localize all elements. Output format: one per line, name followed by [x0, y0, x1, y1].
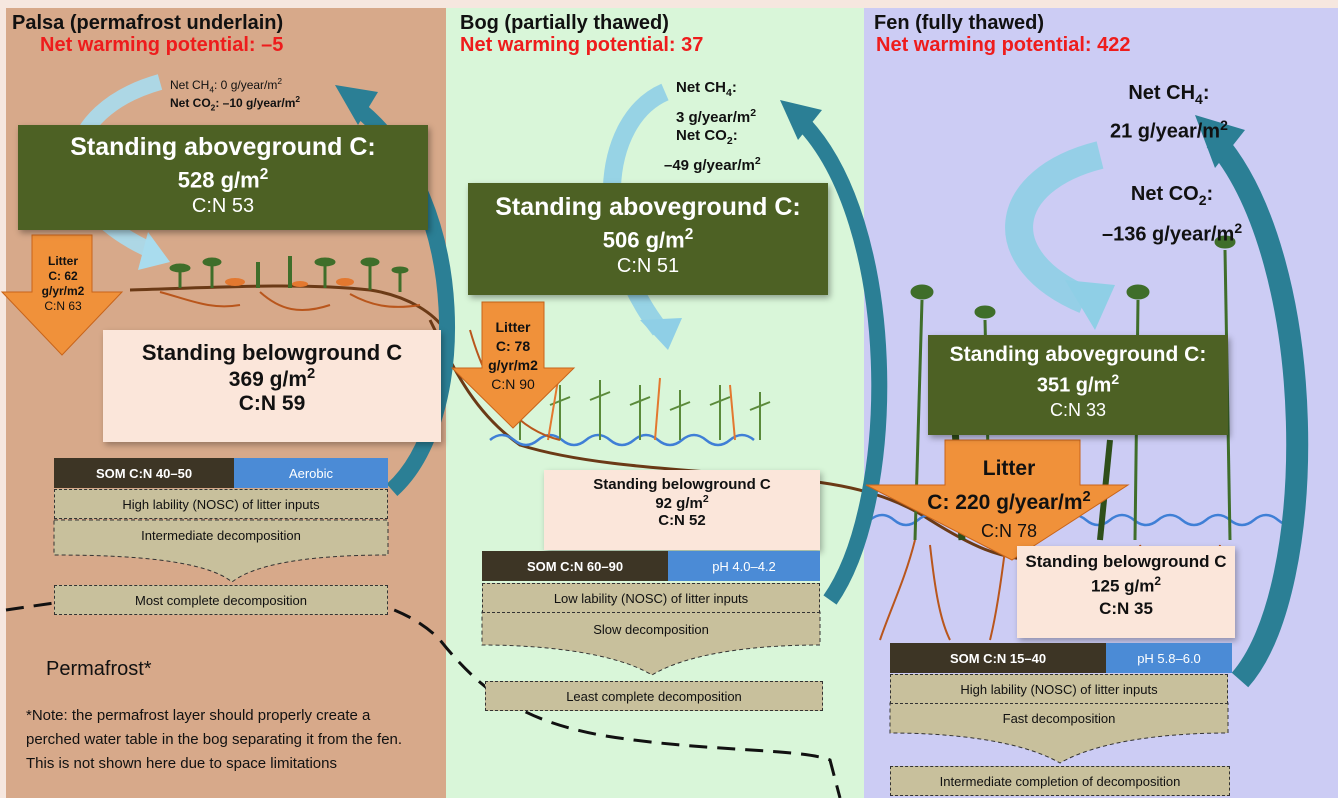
fen-lability: High lability (NOSC) of litter inputs — [890, 674, 1228, 704]
bog-water — [489, 433, 755, 447]
bog-funnel — [481, 611, 821, 676]
bog-decomposition: Slow decomposition — [593, 622, 709, 637]
palsa-decomposition: Intermediate decomposition — [141, 528, 301, 543]
palsa-belowground-cn: C:N 59 — [238, 392, 306, 415]
fen-ch4-flux: Net CH4: 21 g/year/m2 — [1110, 82, 1228, 143]
fen-belowground-title: Standing belowground C — [1025, 552, 1227, 571]
palsa-aboveground-title: Standing aboveground C: — [70, 133, 376, 161]
fen-co2-arrow — [1005, 141, 1104, 313]
bog-stems — [547, 377, 736, 441]
fen-complete-decomposition: Intermediate completion of decomposition — [890, 766, 1230, 796]
fen-litter-arrow — [865, 439, 1130, 561]
fen-co2-flux: Net CO2: –136 g/year/m2 — [1102, 183, 1243, 246]
permafrost-note: *Note: the permafrost layer should prope… — [26, 707, 403, 772]
palsa-aboveground-value: 528 g/m2 — [177, 166, 269, 193]
bog-complete-decomposition: Least complete decomposition — [485, 681, 823, 711]
palsa-belowground-box: Standing belowground C 369 g/m2 C:N 59 — [103, 330, 441, 442]
bog-belowground-value: 92 g/m2 — [655, 493, 709, 512]
bog-aboveground-value: 506 g/m2 — [602, 226, 694, 253]
fen-belowground-value: 125 g/m2 — [1091, 574, 1161, 596]
bog-belowground-box: Standing belowground C 92 g/m2 C:N 52 — [544, 470, 820, 550]
bog-som-cn: SOM C:N 60–90 — [482, 551, 668, 581]
fen-decomposition: Fast decomposition — [1002, 711, 1116, 726]
fen-aboveground-value: 351 g/m2 — [1036, 371, 1120, 397]
palsa-ch4-flux: Net CH4: 0 g/year/m2 — [170, 76, 283, 95]
fen-ph: pH 5.8–6.0 — [1106, 643, 1232, 673]
fen-aboveground-cn: C:N 33 — [1049, 399, 1107, 420]
fen-som-cn: SOM C:N 15–40 — [890, 643, 1106, 673]
bog-som-bar: SOM C:N 60–90 pH 4.0–4.2 — [482, 551, 820, 581]
fen-aboveground-box: Standing aboveground C: 351 g/m2 C:N 33 — [928, 335, 1228, 435]
fen-som-bar: SOM C:N 15–40 pH 5.8–6.0 — [890, 643, 1232, 673]
bog-title: Bog (partially thawed) — [460, 12, 669, 34]
palsa-net-warming-potential: Net warming potential: –5 — [40, 34, 284, 56]
bog-ch4-arrow — [794, 114, 888, 605]
fen-belowground-box: Standing belowground C 125 g/m2 C:N 35 — [1017, 546, 1235, 638]
bog-aboveground-box: Standing aboveground C: 506 g/m2 C:N 51 — [468, 183, 828, 295]
fen-funnel — [889, 702, 1229, 764]
palsa-som-cn: SOM C:N 40–50 — [54, 458, 234, 488]
fen-net-warming-potential: Net warming potential: 422 — [876, 34, 1131, 56]
permafrost-label: Permafrost* — [46, 658, 152, 680]
bog-belowground-title: Standing belowground C — [593, 476, 771, 493]
palsa-complete-decomposition: Most complete decomposition — [54, 585, 388, 615]
palsa-lability: High lability (NOSC) of litter inputs — [54, 489, 388, 519]
palsa-title: Palsa (permafrost underlain) — [12, 12, 284, 34]
palsa-soil-line — [129, 284, 447, 331]
fen-belowground-cn: C:N 35 — [1099, 598, 1153, 618]
bog-ch4-arrowhead — [780, 100, 822, 140]
palsa-roots — [159, 291, 421, 312]
bog-co2-flux: Net CO2: –49 g/year/m2 — [664, 127, 761, 174]
palsa-aboveground-cn: C:N 53 — [191, 195, 255, 218]
bog-aboveground-cn: C:N 51 — [616, 255, 680, 278]
bog-net-warming-potential: Net warming potential: 37 — [460, 34, 704, 56]
bog-belowground-cn: C:N 52 — [658, 512, 706, 529]
bog-ph: pH 4.0–4.2 — [668, 551, 820, 581]
palsa-belowground-title: Standing belowground C — [141, 340, 403, 365]
palsa-co2-arrowhead — [138, 232, 170, 270]
bog-co2-arrowhead — [640, 318, 682, 350]
fen-ch4-arrowhead — [1195, 115, 1245, 168]
palsa-leaves — [225, 278, 354, 287]
palsa-funnel — [53, 519, 389, 583]
palsa-ch4-arrowhead — [335, 85, 378, 125]
palsa-aerobic: Aerobic — [234, 458, 388, 488]
bog-ch4-flux: Net CH4: 3 g/year/m2 — [676, 79, 757, 126]
palsa-belowground-value: 369 g/m2 — [228, 366, 316, 391]
palsa-plants — [169, 256, 409, 292]
palsa-aboveground-box: Standing aboveground C: 528 g/m2 C:N 53 — [18, 125, 428, 230]
bog-aboveground-title: Standing aboveground C: — [495, 193, 801, 221]
fen-co2-arrowhead — [1065, 280, 1115, 330]
fen-title: Fen (fully thawed) — [874, 12, 1044, 34]
fen-ch4-arrow — [1206, 132, 1309, 688]
palsa-co2-flux: Net CO2: –10 g/year/m2 — [170, 94, 301, 113]
fen-aboveground-title: Standing aboveground C: — [949, 343, 1207, 366]
palsa-som-bar: SOM C:N 40–50 Aerobic — [54, 458, 388, 488]
bog-lability: Low lability (NOSC) of litter inputs — [482, 583, 820, 613]
bog-litter-arrow — [450, 301, 576, 429]
fen-litter-label: Litter C: 220 g/year/m2 C:N 78 — [927, 457, 1091, 541]
palsa-litter-arrow — [0, 234, 124, 356]
